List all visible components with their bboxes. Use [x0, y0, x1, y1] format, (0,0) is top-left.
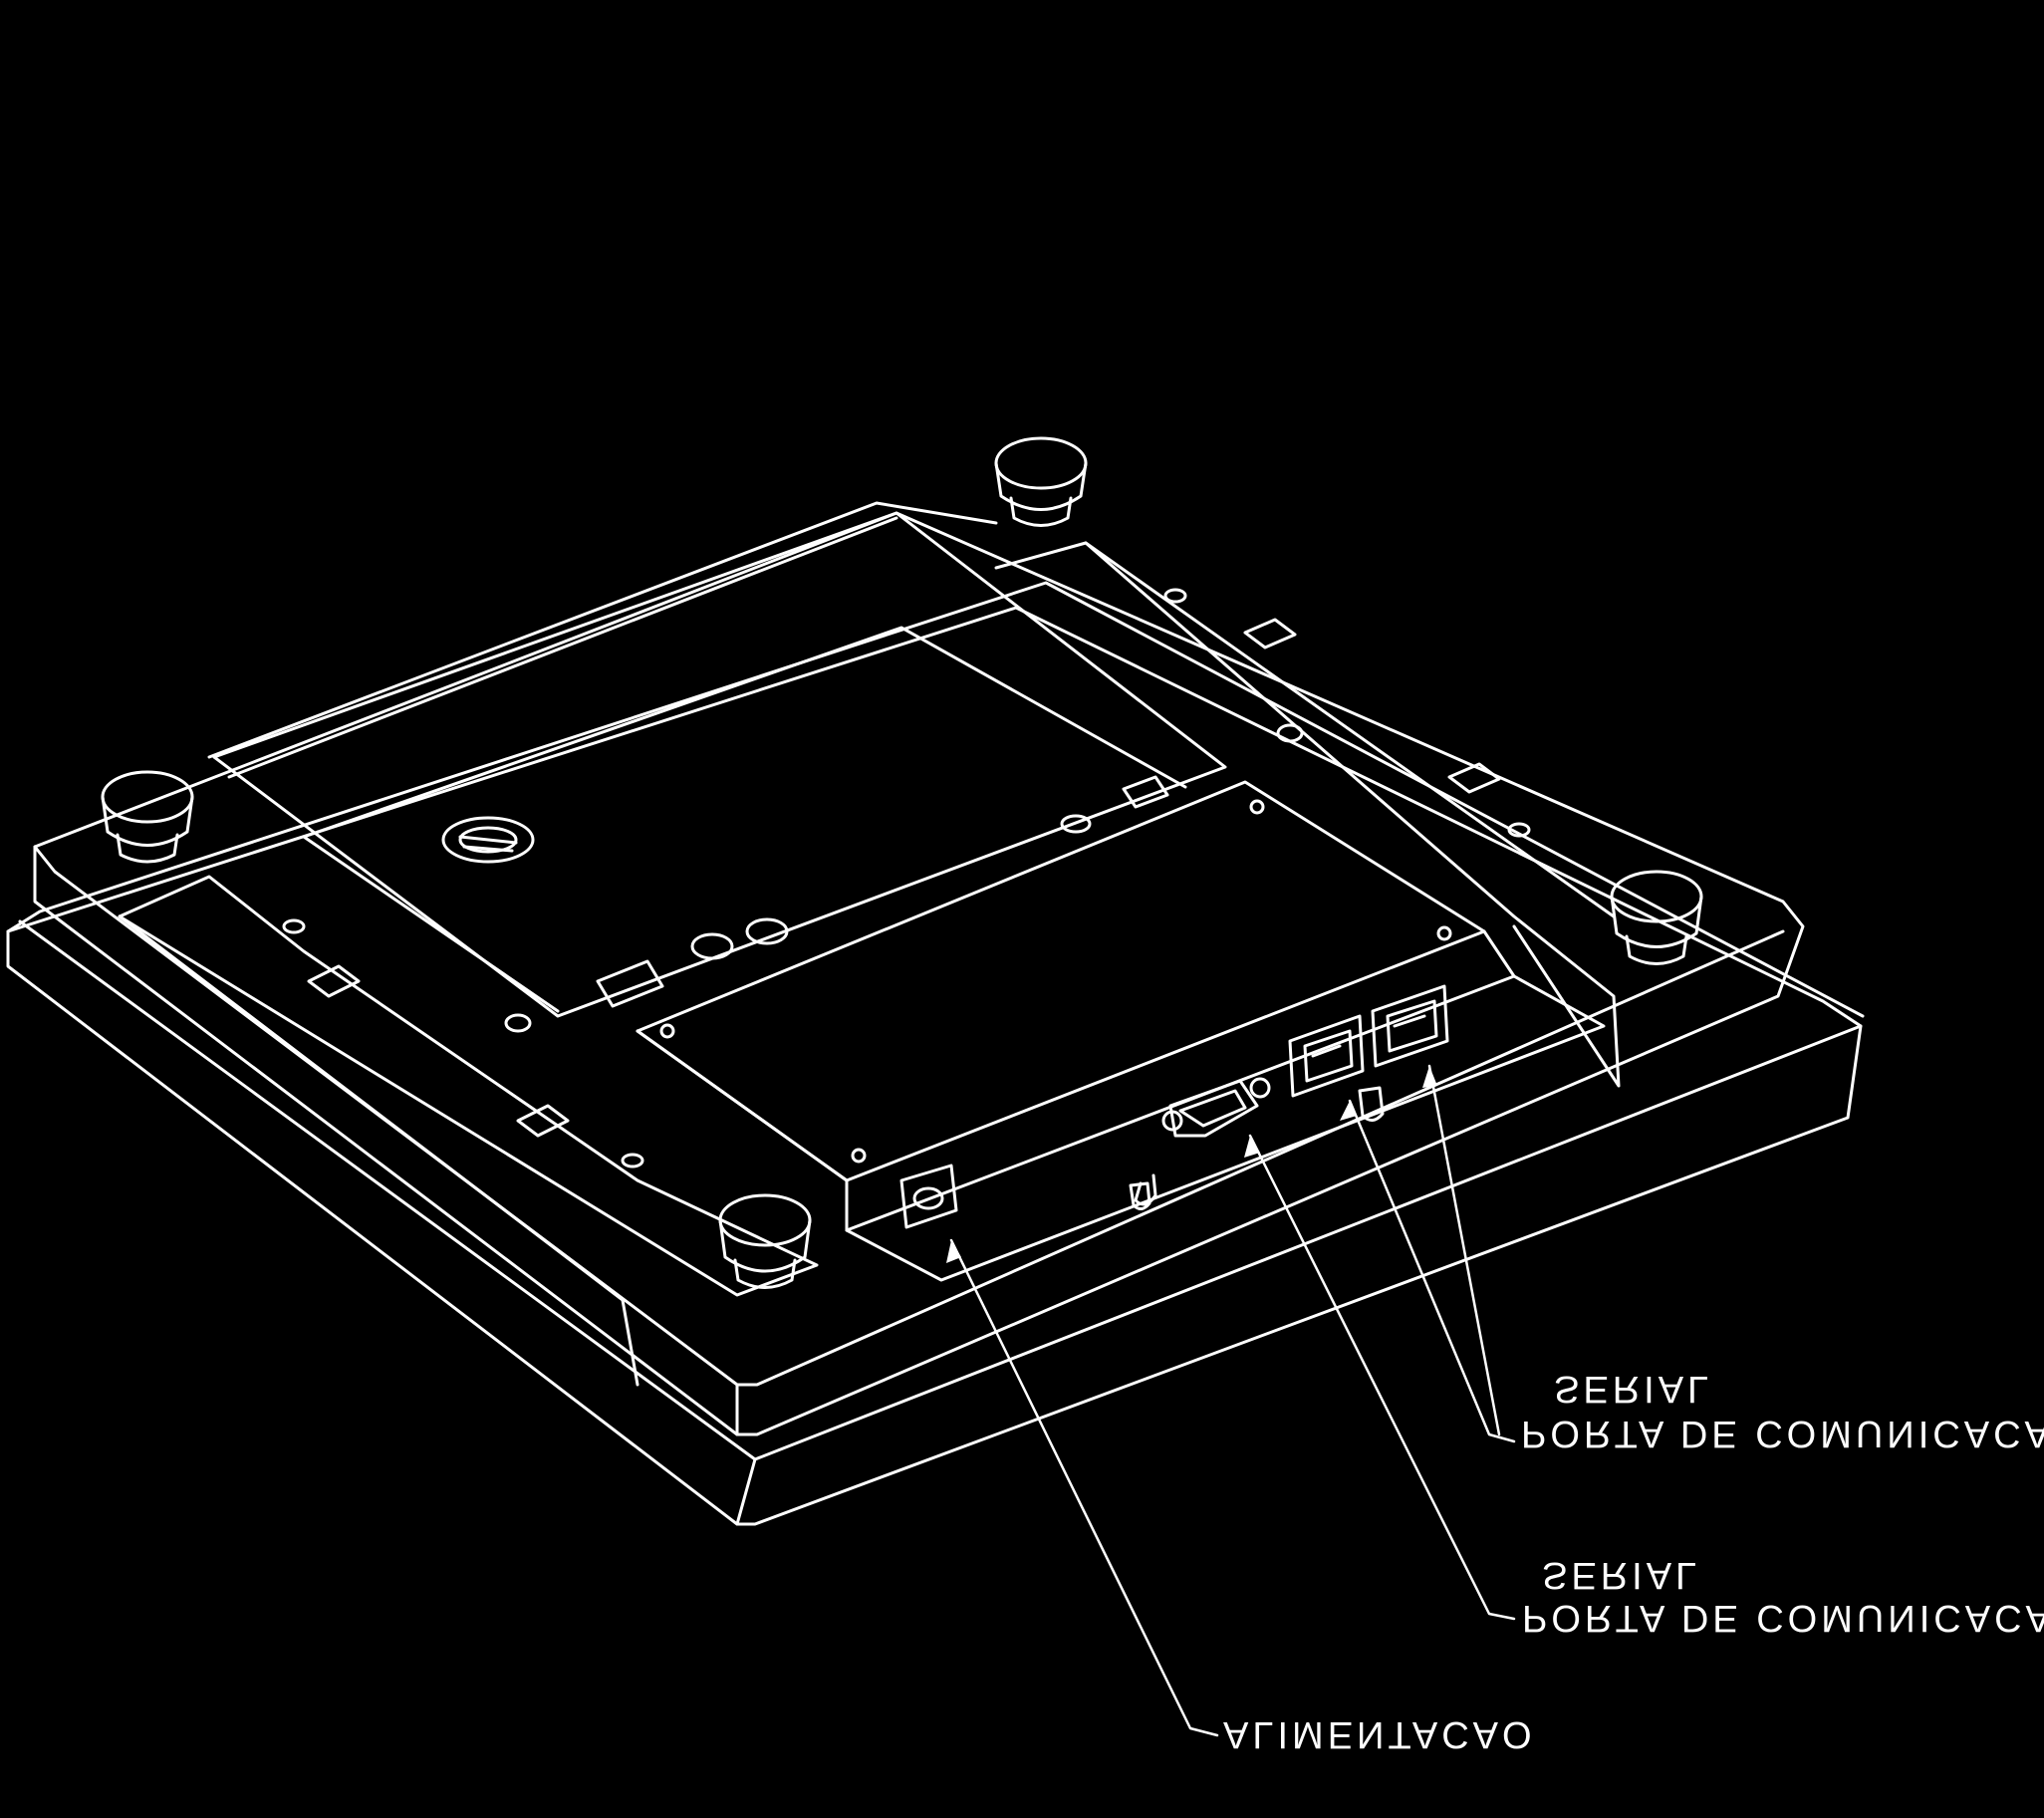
- serial-port-2-label: PORTA DE COMUNICACAO: [1522, 1597, 2044, 1639]
- rj-serial-port-2: [1371, 984, 1449, 1068]
- top-platform: [33, 501, 1805, 1436]
- foot-left: [101, 770, 194, 864]
- leader-arrowheads: [946, 1066, 1437, 1263]
- serial-port-1-label: PORTA DE COMUNICACAO: [1521, 1413, 2044, 1454]
- bolt: [1129, 1086, 1385, 1210]
- foot-back: [994, 436, 1088, 527]
- power-label: ALIMENTACAO: [1223, 1713, 1536, 1755]
- base-plate: [6, 581, 1865, 1526]
- rail-right: [994, 541, 1621, 1088]
- electronics-box: [596, 775, 1606, 1282]
- serial-port-1-sublabel: SERIAL: [1554, 1368, 1713, 1410]
- serial-port-2-sublabel: SERIAL: [1542, 1554, 1701, 1596]
- db9-serial-port: [1134, 1077, 1271, 1206]
- rail-left: [118, 875, 819, 1387]
- foot-front: [718, 1193, 812, 1289]
- foot-right: [1610, 870, 1703, 965]
- rj-serial-port-1: [1288, 1014, 1365, 1098]
- power-jack: [899, 1164, 958, 1229]
- recessed-tray: [212, 511, 1227, 1018]
- leader-lines: [949, 1064, 1516, 1737]
